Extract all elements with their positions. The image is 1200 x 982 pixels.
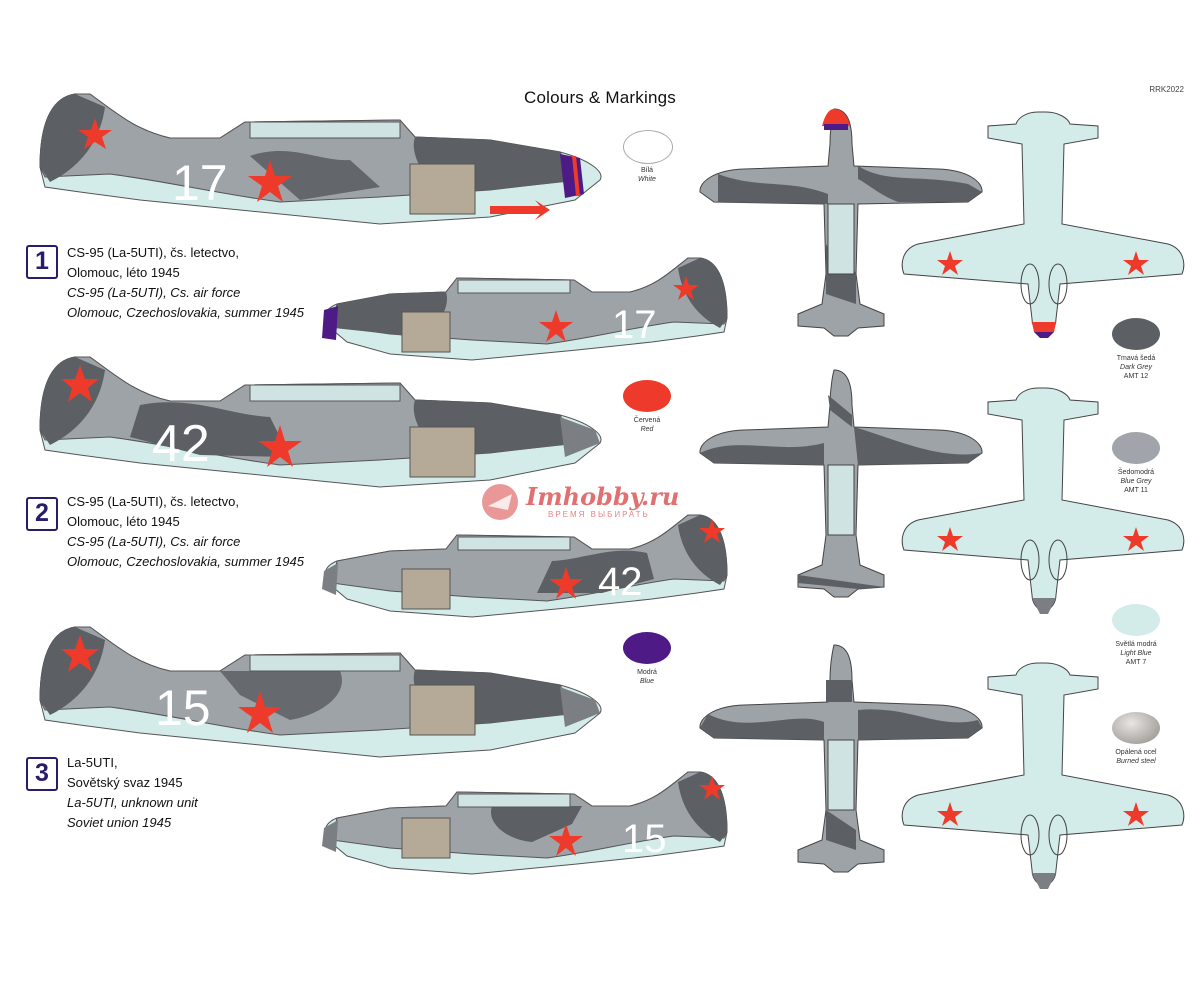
top-view-2: [699, 369, 983, 598]
aircraft-number-2a: 42: [152, 415, 210, 473]
bottom-view-1: [901, 111, 1185, 338]
watermark: Imhobby.ru ВРЕМЯ ВЫБИРАТЬ: [468, 478, 728, 528]
caption-line-cz-2: Sovětský svaz 1945: [67, 775, 183, 790]
aircraft-number-3b: 15: [622, 817, 667, 861]
caption-line-cz-2: Olomouc, léto 1945: [67, 514, 180, 529]
caption-line-cz-2: Olomouc, léto 1945: [67, 265, 180, 280]
variant-caption-3: La-5UTI, Sovětský svaz 1945 La-5UTI, unk…: [67, 753, 198, 833]
variant-number-1: 1: [26, 245, 58, 279]
aircraft-number-1b: 17: [612, 303, 657, 347]
swatch-light-blue: [1112, 604, 1160, 636]
page-title: Colours & Markings: [524, 88, 676, 107]
profile-left-1: 17: [39, 93, 602, 225]
swatch-burned-steel: [1112, 712, 1160, 744]
profile-left-2: 42: [39, 356, 602, 488]
variant-caption-2: CS-95 (La-5UTI), čs. letectvo, Olomouc, …: [67, 492, 304, 572]
caption-line-en-2: Soviet union 1945: [67, 815, 172, 830]
variant-number-3: 3: [26, 757, 58, 791]
caption-line-en-1: CS-95 (La-5UTI), Cs. air force: [67, 534, 241, 549]
swatch-red: [623, 380, 671, 412]
swatch-dark-grey: [1112, 318, 1160, 350]
sheet-code: RRK2022: [1149, 85, 1184, 94]
watermark-brand: Imhobby.ru: [526, 482, 680, 511]
aircraft-number-1a: 17: [172, 155, 228, 211]
caption-line-cz-1: CS-95 (La-5UTI), čs. letectvo,: [67, 245, 239, 260]
profile-right-1: 17: [322, 257, 728, 361]
caption-line-en-1: CS-95 (La-5UTI), Cs. air force: [67, 285, 241, 300]
swatch-blue: [623, 632, 671, 664]
bottom-view-2: [901, 387, 1185, 614]
variant-caption-1: CS-95 (La-5UTI), čs. letectvo, Olomouc, …: [67, 243, 304, 323]
swatch-white: [623, 130, 673, 164]
profile-left-3: 15: [39, 626, 602, 758]
watermark-slogan: ВРЕМЯ ВЫБИРАТЬ: [548, 510, 650, 519]
top-view-3: [699, 644, 983, 873]
caption-line-cz-1: La-5UTI,: [67, 755, 118, 770]
swatch-blue-grey: [1112, 432, 1160, 464]
caption-line-en-1: La-5UTI, unknown unit: [67, 795, 198, 810]
top-view-1: [699, 108, 983, 337]
variant-number-2: 2: [26, 497, 58, 531]
aircraft-number-3a: 15: [155, 680, 211, 736]
profile-right-2: 42: [322, 514, 728, 618]
caption-line-en-2: Olomouc, Czechoslovakia, summer 1945: [67, 305, 304, 320]
aircraft-number-2b: 42: [598, 560, 643, 604]
bottom-view-3: [901, 662, 1185, 889]
watermark-logo-icon: [482, 484, 518, 520]
caption-line-cz-1: CS-95 (La-5UTI), čs. letectvo,: [67, 494, 239, 509]
profile-right-3: 15: [322, 771, 728, 875]
caption-line-en-2: Olomouc, Czechoslovakia, summer 1945: [67, 554, 304, 569]
